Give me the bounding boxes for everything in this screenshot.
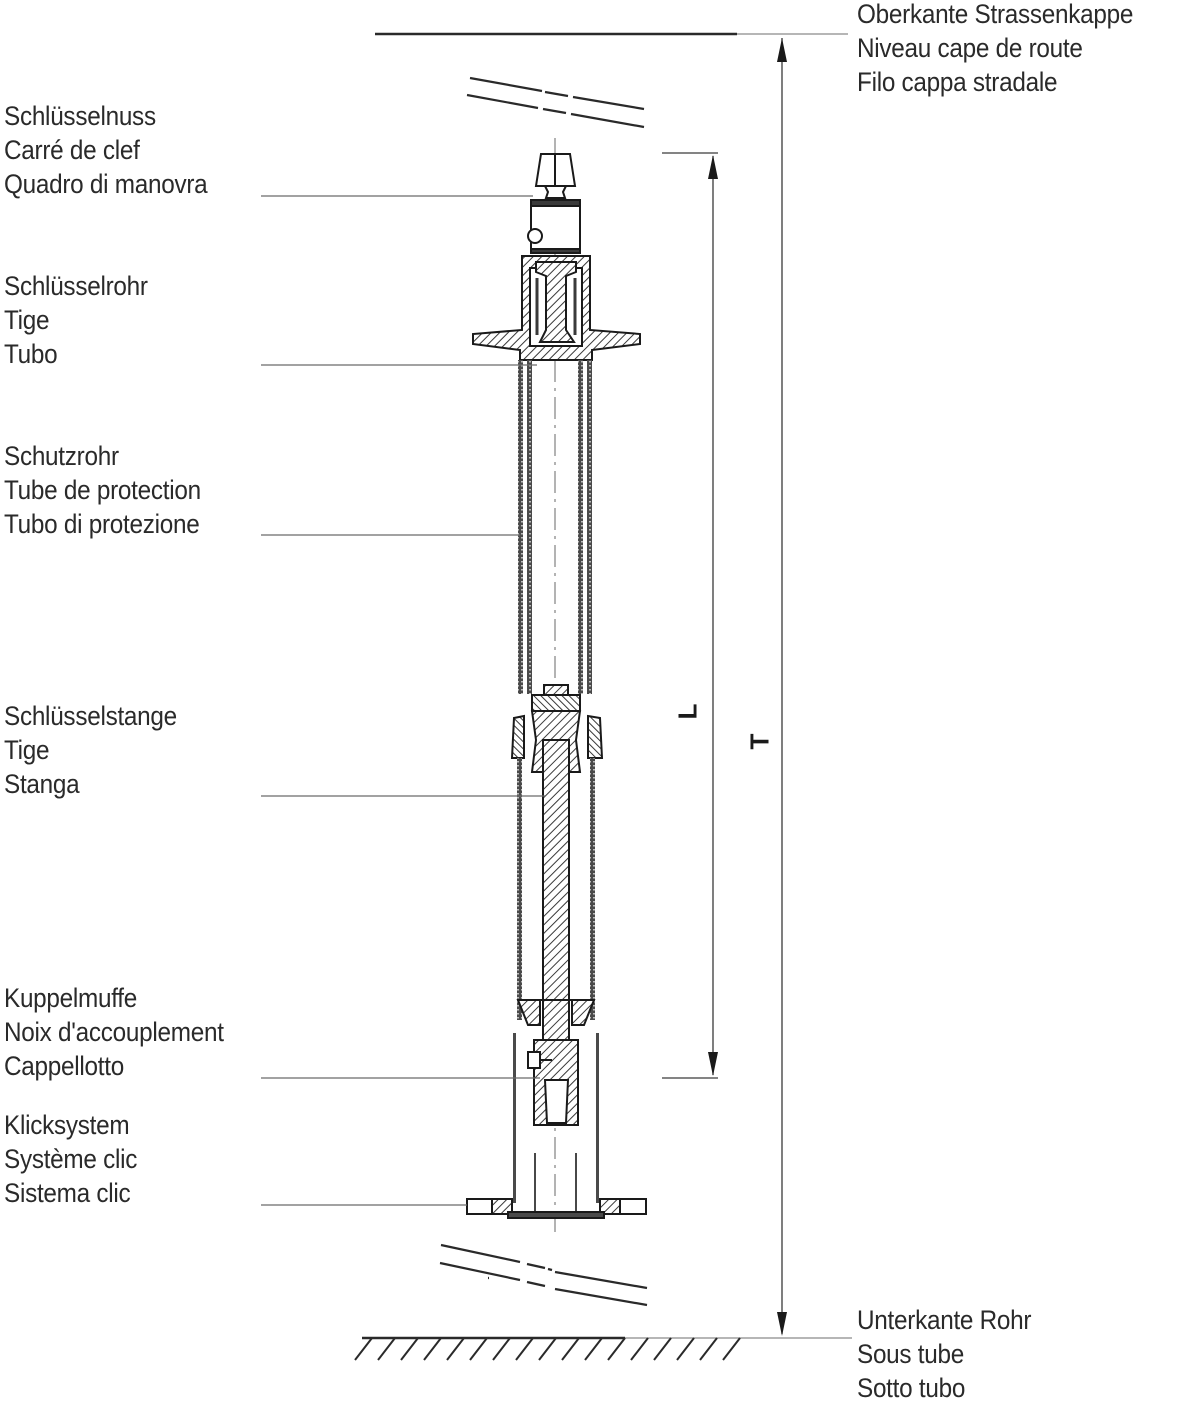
label-fr: Noix d'accouplement (4, 1017, 224, 1047)
dimension-T (777, 38, 787, 1336)
label-de: Oberkante Strassenkappe (857, 0, 1134, 29)
label-de: Schlüsselnuss (4, 101, 156, 131)
key-rod-part (542, 739, 570, 1046)
label-it: Tubo (4, 339, 58, 369)
label-fr: Tige (4, 305, 50, 335)
label-de: Unterkante Rohr (857, 1305, 1032, 1335)
dimension-label-L: L (672, 703, 703, 720)
leader-lines (261, 195, 545, 1206)
dimension-L (662, 152, 718, 1079)
label-fr: Niveau cape de route (857, 33, 1083, 63)
key-nut-part (527, 153, 581, 254)
label-fr: Système clic (4, 1144, 138, 1174)
label-it: Cappellotto (4, 1051, 124, 1081)
label-fr: Tige (4, 735, 50, 765)
coupling-sleeve-part (513, 999, 599, 1203)
label-it: Tubo di protezione (4, 509, 200, 539)
label-coupling-sleeve: Kuppelmuffe Noix d'accouplement Cappello… (4, 981, 224, 1083)
tube-walls-upper (518, 360, 592, 694)
key-tube-head (472, 255, 641, 361)
ground-line (354, 1336, 852, 1361)
click-system-part (466, 1153, 647, 1219)
label-key-nut: Schlüsselnuss Carré de clef Quadro di ma… (4, 99, 208, 201)
bottom-break-lines (439, 1243, 648, 1307)
tube-walls-lower (517, 758, 595, 1020)
label-key-tube: Schlüsselrohr Tige Tubo (4, 269, 148, 371)
label-protection-tube: Schutzrohr Tube de protection Tubo di pr… (4, 439, 201, 541)
label-key-rod: Schlüsselstange Tige Stanga (4, 699, 177, 801)
label-bottom-pipe: Unterkante Rohr Sous tube Sotto tubo (857, 1303, 1032, 1405)
label-de: Schlüsselrohr (4, 271, 148, 301)
label-top-road-cap: Oberkante Strassenkappe Niveau cape de r… (857, 0, 1133, 99)
label-it: Quadro di manovra (4, 169, 208, 199)
label-it: Stanga (4, 769, 80, 799)
label-it: Sotto tubo (857, 1373, 966, 1403)
label-it: Sistema clic (4, 1178, 131, 1208)
label-fr: Tube de protection (4, 475, 201, 505)
top-break-lines (466, 76, 645, 129)
label-de: Schutzrohr (4, 441, 119, 471)
label-fr: Carré de clef (4, 135, 140, 165)
label-de: Schlüsselstange (4, 701, 177, 731)
label-fr: Sous tube (857, 1339, 965, 1369)
label-de: Klicksystem (4, 1110, 130, 1140)
label-de: Kuppelmuffe (4, 983, 138, 1013)
dimension-label-T: T (744, 733, 775, 750)
label-click-system: Klicksystem Système clic Sistema clic (4, 1108, 137, 1210)
label-it: Filo cappa stradale (857, 67, 1058, 97)
